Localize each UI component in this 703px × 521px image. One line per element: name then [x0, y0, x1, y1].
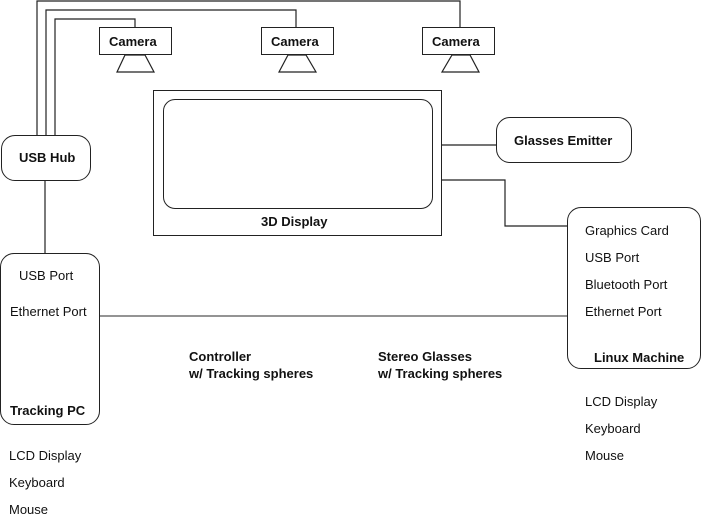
camera-3[interactable]: Camera [422, 27, 495, 55]
glasses-emitter[interactable]: Glasses Emitter [496, 117, 632, 163]
linux-machine-port: Bluetooth Port [585, 277, 668, 292]
camera-2[interactable]: Camera [261, 27, 334, 55]
camera-label: Camera [109, 34, 157, 49]
controller-label: Controller [189, 349, 252, 364]
wire-display-linux [441, 179, 568, 227]
linux-machine[interactable]: Graphics Card USB Port Bluetooth Port Et… [567, 207, 701, 369]
tracking-pc-peripheral: Keyboard [9, 475, 65, 490]
wire-hub-camera-1 [54, 18, 136, 135]
display-3d[interactable]: 3D Display [153, 90, 442, 236]
stereo-glasses-label: Stereo Glasses [378, 349, 472, 364]
linux-machine-port: USB Port [585, 250, 640, 265]
camera-label: Camera [432, 34, 480, 49]
stereo-glasses-sublabel: w/ Tracking spheres [378, 366, 503, 381]
tracking-pc-peripheral: LCD Display [9, 448, 82, 463]
linux-machine-port: Graphics Card [585, 223, 669, 238]
linux-machine-peripheral: LCD Display [585, 394, 658, 409]
camera-stand-3 [440, 54, 480, 73]
glasses-emitter-label: Glasses Emitter [514, 133, 613, 148]
linux-machine-port: Ethernet Port [585, 304, 662, 319]
tracking-pc-peripheral: Mouse [9, 502, 49, 517]
camera-1[interactable]: Camera [99, 27, 172, 55]
controller-sublabel: w/ Tracking spheres [189, 366, 314, 381]
tracking-pc-port: Ethernet Port [10, 304, 87, 319]
tracking-pc-title: Tracking PC [10, 403, 86, 418]
linux-machine-title: Linux Machine [594, 350, 685, 365]
usb-hub-label: USB Hub [19, 150, 76, 165]
wire-hub-camera-3 [36, 0, 461, 135]
camera-stand-2 [278, 54, 318, 73]
tracking-pc[interactable]: USB Port Ethernet Port Tracking PC [0, 253, 100, 425]
camera-label: Camera [271, 34, 319, 49]
display-3d-screen [163, 99, 433, 209]
usb-hub[interactable]: USB Hub [1, 135, 91, 181]
linux-machine-peripheral: Keyboard [585, 421, 641, 436]
camera-stand-1 [116, 54, 155, 73]
wire-hub-camera-2 [45, 9, 297, 135]
display-3d-label: 3D Display [261, 214, 328, 229]
linux-machine-peripheral: Mouse [585, 448, 625, 463]
tracking-pc-port: USB Port [19, 268, 74, 283]
